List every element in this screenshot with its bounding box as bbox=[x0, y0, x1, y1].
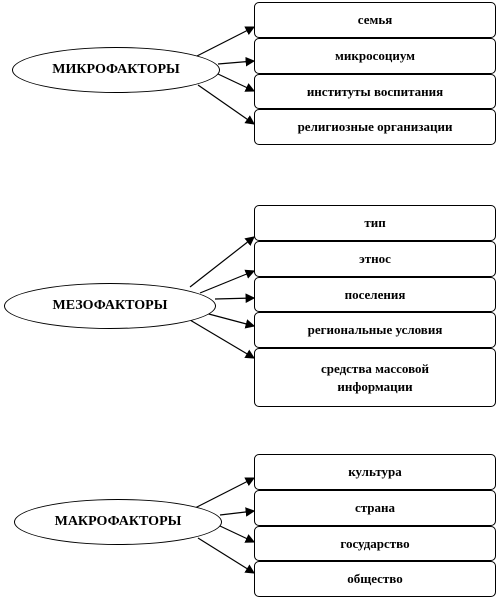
arrow-meso-3 bbox=[214, 293, 256, 304]
arrow-meso-2 bbox=[199, 269, 256, 294]
arrow-micro-1 bbox=[194, 26, 256, 58]
arrow-micro-4 bbox=[197, 84, 255, 125]
arrow-micro-3 bbox=[217, 73, 256, 92]
arrow-macro-4 bbox=[197, 537, 256, 574]
meso-item-settlements: поселения bbox=[254, 277, 496, 312]
arrow-macro-1 bbox=[194, 477, 256, 509]
meso-item-regional: региональные условия bbox=[254, 312, 496, 348]
meso-item-type: тип bbox=[254, 205, 496, 241]
arrow-meso-5 bbox=[189, 319, 256, 359]
arrow-macro-2 bbox=[219, 507, 256, 517]
macro-item-country: страна bbox=[254, 490, 496, 526]
arrow-macro-3 bbox=[219, 525, 256, 543]
macrofactors-oval: МАКРОФАКТОРЫ bbox=[14, 499, 222, 545]
macro-item-culture: культура bbox=[254, 454, 496, 490]
arrow-meso-1 bbox=[189, 236, 255, 288]
macro-item-state: государство bbox=[254, 526, 496, 561]
mesofactors-oval: МЕЗОФАКТОРЫ bbox=[4, 283, 216, 329]
micro-item-institutions: институты воспитания bbox=[254, 74, 496, 109]
micro-item-family: семья bbox=[254, 2, 496, 38]
micro-item-microsocium: микросоциум bbox=[254, 38, 496, 74]
microfactors-oval: МИКРОФАКТОРЫ bbox=[12, 47, 220, 93]
micro-item-religious: религиозные организации bbox=[254, 109, 496, 145]
meso-item-ethnos: этнос bbox=[254, 241, 496, 277]
macro-item-society: общество bbox=[254, 561, 496, 597]
meso-item-media: средства массовой информации bbox=[254, 348, 496, 407]
arrow-micro-2 bbox=[217, 56, 256, 67]
arrow-meso-4 bbox=[204, 312, 256, 329]
